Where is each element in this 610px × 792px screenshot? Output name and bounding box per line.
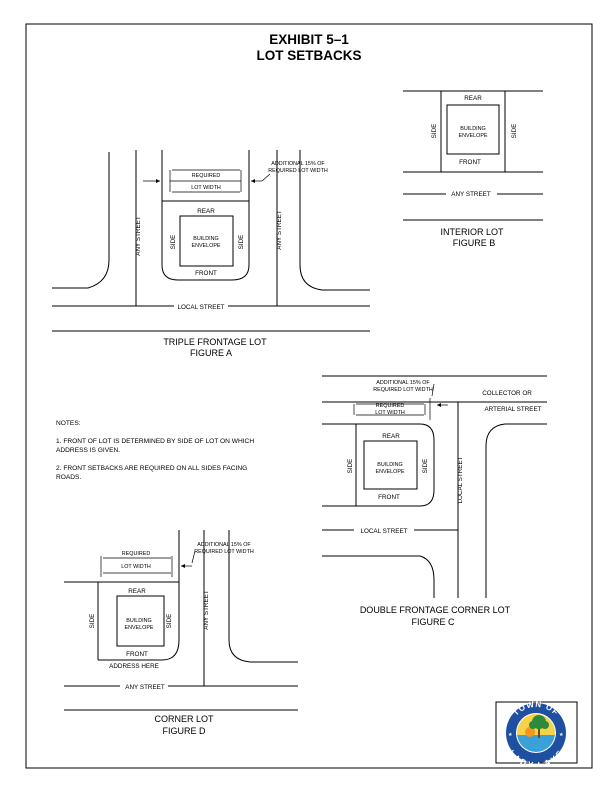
figure-d-building-envelope	[116, 595, 165, 647]
figure-a-label: FIGURE A	[190, 348, 232, 358]
figure-d-additional-label-2: REQUIRED LOT WIDTH	[194, 549, 254, 555]
figure-b-front-label: FRONT	[459, 159, 481, 166]
figure-b-building-label: BUILDING	[460, 126, 485, 132]
figure-c: ADDITIONAL 15% OF REQUIRED LOT WIDTH REQ…	[322, 375, 547, 627]
figure-c-name: DOUBLE FRONTAGE CORNER LOT	[360, 605, 511, 615]
figure-d-any-street-label: ANY STREET	[125, 684, 165, 691]
town-seal: TOWN OF LADY LAKE ★ ★	[495, 700, 578, 770]
figure-c-required-label: REQUIRED	[376, 403, 405, 409]
figure-a-right-road-edge	[299, 150, 370, 291]
figure-a-required-label: REQUIRED	[192, 173, 221, 179]
figure-a-lot-width-label: LOT WIDTH	[191, 185, 221, 191]
figure-b: REAR FRONT SIDE SIDE BUILDING ENVELOPE A…	[403, 90, 543, 248]
exhibit-number: EXHIBIT 5–1	[269, 32, 349, 47]
figure-c-rear-label: REAR	[382, 433, 400, 440]
seal-frame	[495, 701, 578, 764]
figure-d-building-label: BUILDING	[126, 618, 151, 624]
figure-d-additional-label: ADDITIONAL 15% OF	[197, 542, 251, 548]
figure-b-building-envelope	[446, 104, 500, 155]
figure-d: REQUIRED LOT WIDTH ADDITIONAL 15% OF REQ…	[64, 530, 298, 736]
figure-b-rear-label: REAR	[464, 95, 482, 102]
figure-d-any-street-vertical-label: ANY STREET	[203, 590, 210, 630]
figure-c-additional-label: ADDITIONAL 15% OF	[376, 380, 430, 386]
figure-b-side-left-label: SIDE	[431, 124, 438, 139]
figure-c-front-label: FRONT	[378, 494, 400, 501]
figure-d-label: FIGURE D	[162, 726, 206, 736]
exhibit-title: LOT SETBACKS	[256, 48, 361, 63]
figure-d-envelope-label: ENVELOPE	[124, 625, 153, 631]
note-2-line-1: 2. FRONT SETBACKS ARE REQUIRED ON ALL SI…	[56, 465, 247, 472]
figure-c-side-left-label: SIDE	[347, 459, 354, 474]
figure-c-additional-label-2: REQUIRED LOT WIDTH	[373, 387, 433, 393]
star-icon: ★	[508, 732, 513, 738]
figure-d-right-road-edge	[228, 530, 298, 663]
figure-a-envelope-label: ENVELOPE	[191, 243, 220, 249]
figure-c-arterial-label: ARTERIAL STREET	[484, 406, 541, 413]
figure-a-side-left-label: SIDE	[170, 235, 177, 250]
figure-a-additional-label: ADDITIONAL 15% OF	[271, 161, 325, 167]
figure-a-building-label: BUILDING	[193, 236, 218, 242]
figure-c-building-envelope	[363, 440, 418, 490]
figure-a-left-road-edge	[52, 152, 110, 289]
figure-d-side-left-label: SIDE	[89, 614, 96, 629]
figure-a-any-street-right-label: ANY STREET	[276, 210, 283, 250]
seal-water	[517, 735, 555, 752]
figure-a-any-street-left-label: ANY STREET	[135, 216, 142, 256]
figure-a-additional-label-2: REQUIRED LOT WIDTH	[268, 168, 328, 174]
figure-d-side-right-label: SIDE	[166, 614, 173, 629]
figure-c-local-street-vertical-label: LOCAL STREET	[457, 456, 464, 503]
figure-c-local-street-label: LOCAL STREET	[360, 528, 407, 535]
figure-d-lot	[64, 581, 180, 661]
figure-a: REQUIRED LOT WIDTH ADDITIONAL 15% OF REQ…	[52, 150, 370, 358]
star-icon: ★	[559, 732, 564, 738]
page-frame	[25, 23, 593, 769]
figure-c-side-right-label: SIDE	[422, 459, 429, 474]
figure-d-lot-width-label: LOT WIDTH	[121, 564, 151, 570]
figure-b-label: FIGURE B	[453, 238, 496, 248]
figure-a-side-right-label: SIDE	[238, 235, 245, 250]
figure-c-collector-label: COLLECTOR OR	[482, 390, 532, 397]
figure-a-local-street-label: LOCAL STREET	[177, 304, 224, 311]
figure-d-front-label: FRONT	[126, 651, 148, 658]
figure-c-label: FIGURE C	[411, 617, 455, 627]
note-2-line-2: ROADS.	[56, 474, 81, 481]
figure-b-side-right-label: SIDE	[511, 124, 518, 139]
figure-a-front-label: FRONT	[195, 270, 217, 277]
figure-b-name: INTERIOR LOT	[440, 227, 504, 237]
figure-c-lot	[322, 423, 435, 507]
figure-a-building-envelope	[179, 215, 234, 267]
figure-a-name: TRIPLE FRONTAGE LOT	[163, 337, 267, 347]
sun-icon	[525, 727, 535, 737]
figure-b-envelope-label: ENVELOPE	[458, 133, 487, 139]
figure-d-required-label: REQUIRED	[122, 551, 151, 557]
figure-d-name: CORNER LOT	[154, 714, 214, 724]
notes-heading: NOTES:	[56, 420, 81, 427]
figure-b-any-street-label: ANY STREET	[451, 191, 491, 198]
note-1-line-2: ADDRESS IS GIVEN.	[56, 447, 120, 454]
figure-c-lower-road-edge	[322, 555, 435, 598]
figure-d-address-label: ADDRESS HERE	[109, 663, 159, 670]
figure-a-rear-label: REAR	[197, 208, 215, 215]
figure-c-right-road-edge	[485, 423, 547, 598]
note-1-line-1: 1. FRONT OF LOT IS DETERMINED BY SIDE OF…	[56, 438, 254, 445]
notes: NOTES: 1. FRONT OF LOT IS DETERMINED BY …	[56, 420, 254, 481]
figure-d-rear-label: REAR	[128, 588, 146, 595]
figure-c-lot-width-label: LOT WIDTH	[375, 410, 405, 416]
figure-c-envelope-label: ENVELOPE	[375, 469, 404, 475]
figure-c-building-label: BUILDING	[377, 462, 402, 468]
figure-a-lot	[161, 150, 250, 281]
